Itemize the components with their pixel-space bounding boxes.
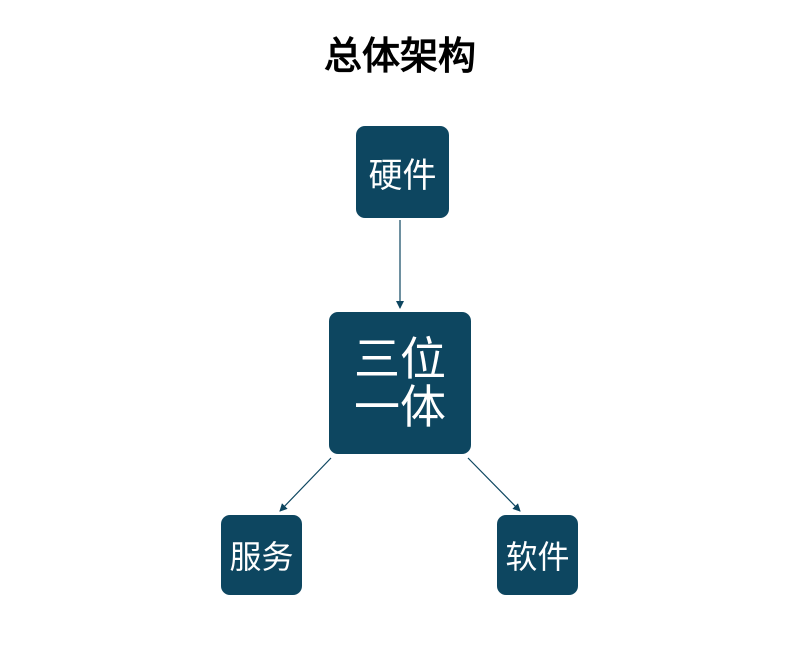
node-software: 软件 xyxy=(497,515,578,595)
node-hardware: 硬件 xyxy=(356,126,449,218)
node-center: 三位一体 xyxy=(329,312,471,454)
diagram-title: 总体架构 xyxy=(323,34,476,78)
arrow-center-to-software xyxy=(467,457,521,512)
arrow-center-to-service xyxy=(279,457,332,512)
node-service: 服务 xyxy=(221,515,302,595)
node-software-label: 软件 xyxy=(505,538,570,576)
node-center-label: 三位一体 xyxy=(354,332,446,434)
node-service-label: 服务 xyxy=(229,538,294,576)
node-hardware-label: 硬件 xyxy=(368,155,437,196)
